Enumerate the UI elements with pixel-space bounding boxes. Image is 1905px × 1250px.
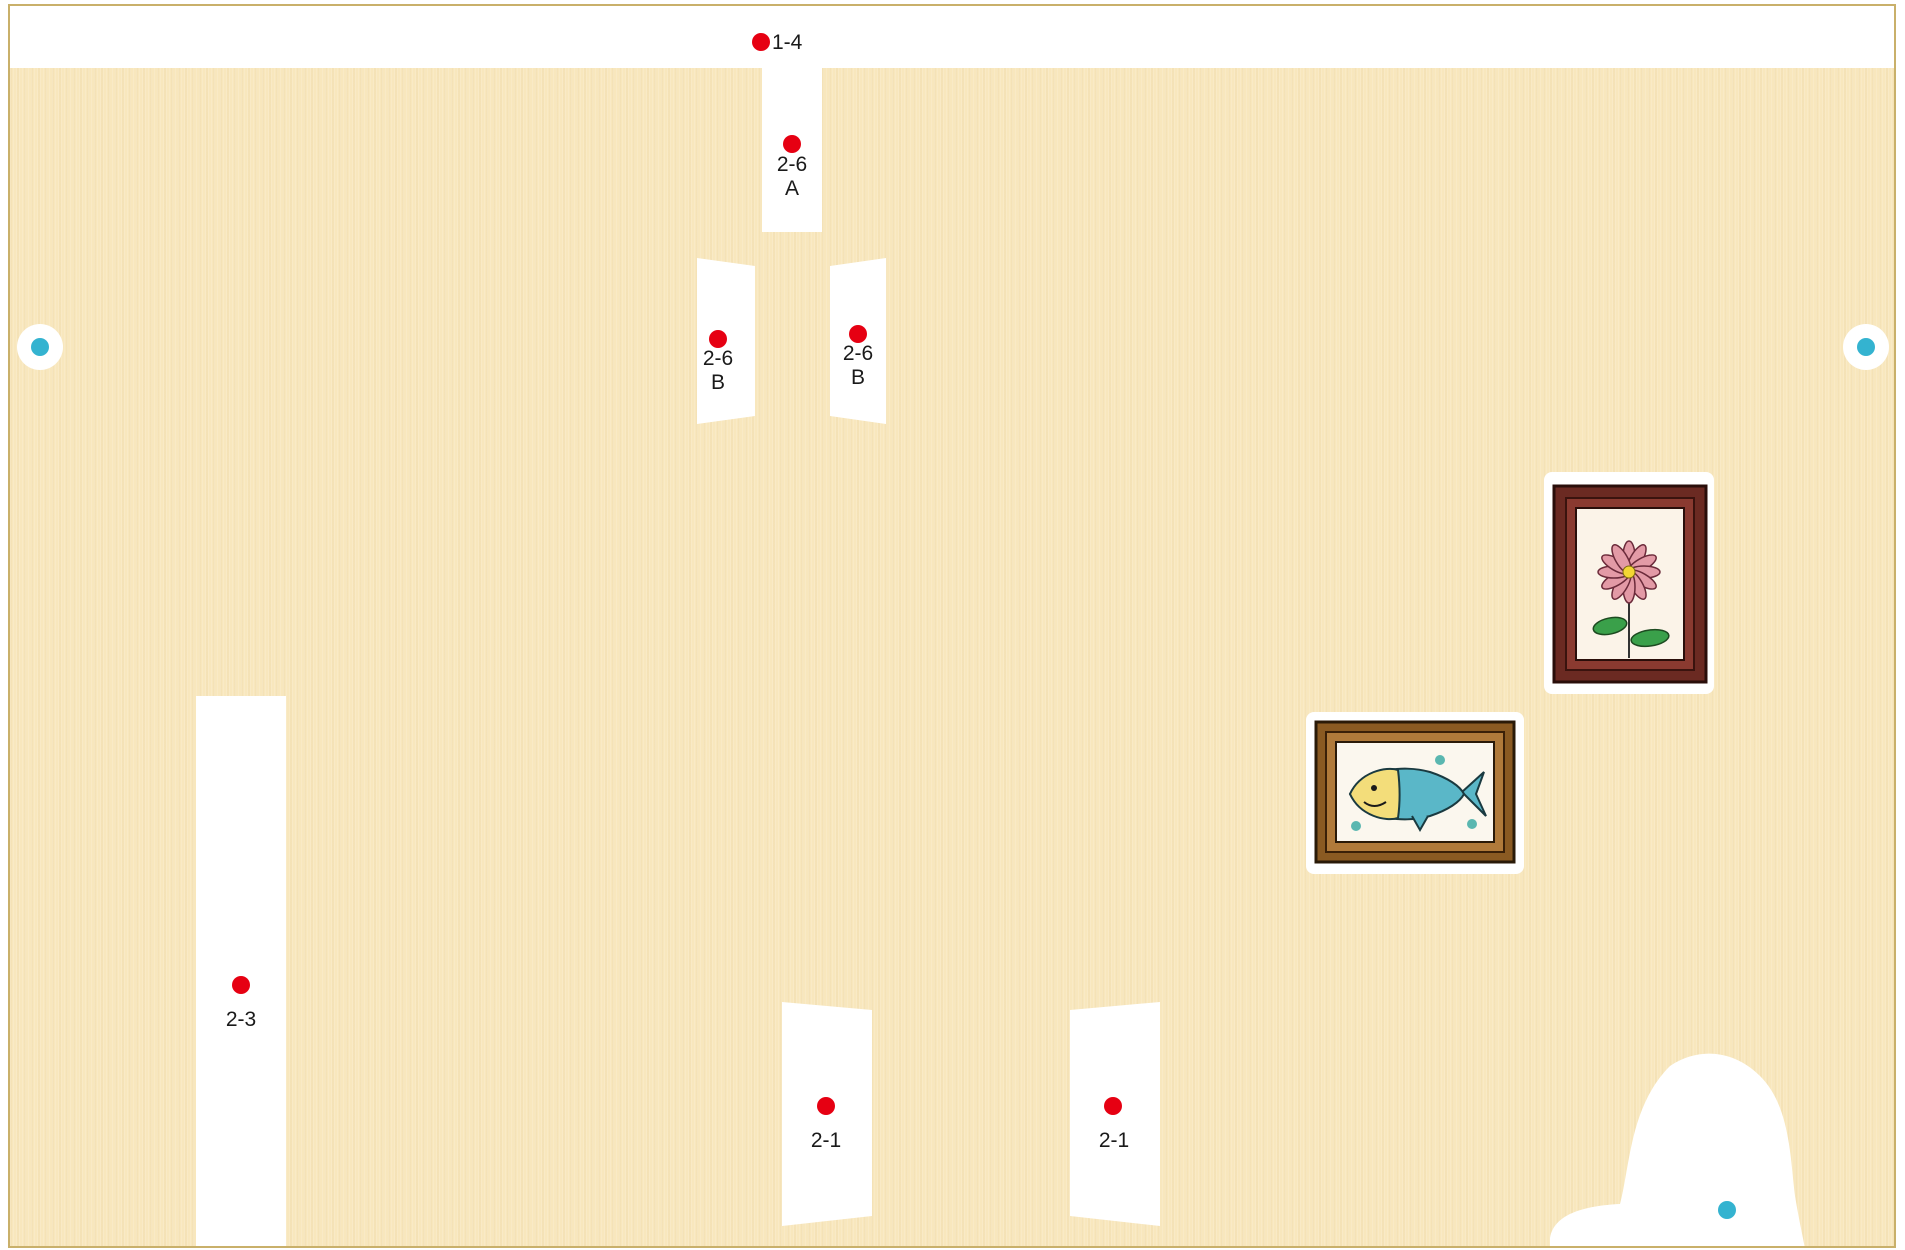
top-strip [10, 6, 1894, 68]
marker-label-2-1-left: 2-1 [786, 1128, 866, 1153]
strip-2-3 [196, 696, 286, 1248]
marker-dot-2-1-right[interactable] [1104, 1097, 1122, 1115]
marker-label-2-6-b-left-number: 2-6 [690, 346, 746, 371]
marker-label-2-6-a-letter: A [762, 176, 822, 201]
framed-flower-picture-icon[interactable] [1540, 468, 1718, 698]
marker-label-2-3: 2-3 [196, 1007, 286, 1032]
marker-dot-1-4[interactable] [752, 33, 770, 51]
left-pin-icon[interactable] [31, 338, 49, 356]
marker-label-2-1-right: 2-1 [1074, 1128, 1154, 1153]
marker-dot-2-6-a[interactable] [783, 135, 801, 153]
wall-board: 1-4 2-6 A 2-6 B 2-6 B 2-3 2-1 2-1 [8, 4, 1896, 1248]
marker-dot-2-1-left[interactable] [817, 1097, 835, 1115]
framed-fish-picture-icon[interactable] [1302, 708, 1528, 878]
marker-label-2-6-a-number: 2-6 [762, 152, 822, 177]
marker-label-2-6-b-right-number: 2-6 [830, 341, 886, 366]
bottom-right-pin-icon[interactable] [1718, 1201, 1736, 1219]
marker-label-2-6-b-left-letter: B [690, 370, 746, 395]
marker-label-2-6-b-right-letter: B [830, 365, 886, 390]
marker-label-1-4: 1-4 [772, 30, 802, 55]
marker-dot-2-3[interactable] [232, 976, 250, 994]
bottom-right-blob [1550, 1046, 1850, 1248]
right-pin-icon[interactable] [1857, 338, 1875, 356]
